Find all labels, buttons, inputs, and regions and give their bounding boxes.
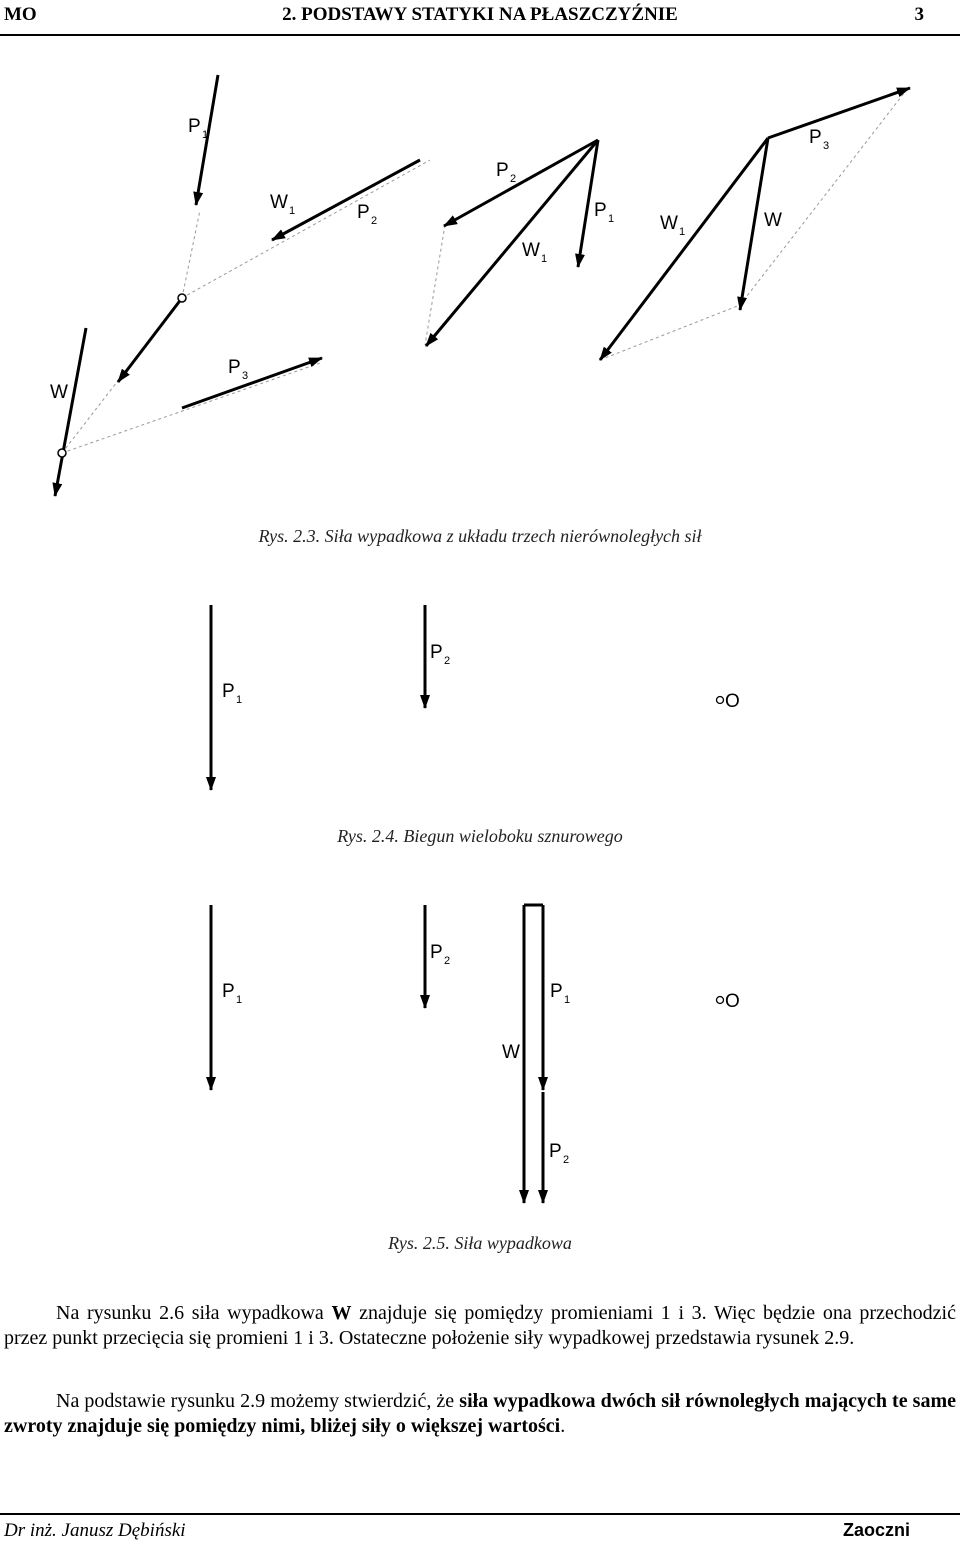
label-p1-b-sub: 1: [608, 213, 614, 225]
label-p1-a: P: [188, 116, 201, 137]
caption-fig-2-3: Rys. 2.3. Siła wypadkowa z układu trzech…: [258, 526, 702, 546]
para2-end: .: [560, 1415, 566, 1437]
label-p2-b: P: [549, 1141, 562, 1162]
page-number: 3: [914, 4, 925, 25]
label-p2-a-sub: 2: [371, 215, 377, 227]
label-pole: O: [725, 991, 740, 1012]
footer-rule: [0, 1513, 960, 1515]
figures-drawing: P 1 W 1 P 2 P 2 W 1 P 1 W 1 W P 3 W P 3 …: [50, 74, 911, 1204]
label-p1-a-sub: 1: [236, 994, 242, 1006]
label-p3-b-sub: 3: [242, 370, 248, 382]
label-w: W: [502, 1042, 520, 1063]
arrow-w1-poly: [424, 139, 600, 347]
label-w-b: W: [50, 382, 68, 403]
label-p3-a-sub: 3: [823, 140, 829, 152]
arrow-w1-poly2: [737, 137, 770, 311]
label-p1-a-sub: 1: [202, 129, 208, 141]
construction-lines: [61, 87, 909, 454]
para1-text-b: znajduje się pomiędzy promieniami 1 i 3.…: [4, 1302, 956, 1349]
label-p1-b: P: [550, 981, 563, 1002]
label-p2-b-sub: 2: [563, 1154, 569, 1166]
pole-point: [715, 695, 725, 705]
para1-bold: W: [331, 1302, 352, 1324]
caption-fig-2-4: Rys. 2.4. Biegun wieloboku sznurowego: [337, 826, 623, 846]
arrow-p3-a: [181, 356, 323, 410]
label-p2-a: P: [430, 942, 443, 963]
caption-fig-2-5: Rys. 2.5. Siła wypadkowa: [388, 1233, 572, 1253]
intersection-point: [177, 293, 187, 303]
label-w-a: W: [764, 210, 782, 231]
pole-point: [715, 995, 725, 1005]
arrow-w-a: [116, 297, 184, 383]
arrow-w-result: [52, 327, 88, 497]
page-header: MO 2. PODSTAWY STATYKI NA PŁASZCZYŹNIE 3: [0, 0, 960, 34]
arrow-p3-poly: [767, 86, 911, 140]
label-pole: O: [725, 691, 740, 712]
label-p2-a-sub: 2: [444, 955, 450, 967]
paragraph-2: Na podstawie rysunku 2.9 możemy stwierdz…: [4, 1389, 956, 1439]
arrow-p1-a: [193, 74, 220, 206]
label-p1-b: P: [594, 200, 607, 221]
para1-text-a: Na rysunku 2.6 siła wypadkowa: [56, 1302, 332, 1324]
header-left: MO: [4, 4, 37, 25]
figure-2-3: P 1 W 1 P 2 P 2 W 1 P 1 W 1 W P 3 W P 3: [50, 74, 911, 497]
label-w1-c-sub: 1: [679, 226, 685, 238]
paragraph-1: Na rysunku 2.6 siła wypadkowa W znajduje…: [4, 1301, 956, 1351]
label-w1-a: W: [270, 192, 288, 213]
label-p2-b-sub: 2: [510, 173, 516, 185]
arrow-p2-poly: [443, 138, 599, 228]
footer-author: Dr inż. Janusz Dębiński: [4, 1520, 186, 1541]
label-p2-sub: 2: [444, 655, 450, 667]
label-p2-b: P: [496, 160, 509, 181]
intersection-point: [57, 448, 67, 458]
label-w1-b: W: [522, 240, 540, 261]
header-title: 2. PODSTAWY STATYKI NA PŁASZCZYŹNIE: [282, 4, 678, 25]
arrow-w-poly: [598, 137, 770, 361]
header-rule: [0, 34, 960, 36]
label-w1-c: W: [660, 213, 678, 234]
footer-right: Zaoczni: [842, 1520, 910, 1540]
label-p1: P: [222, 681, 235, 702]
para2-bold: siła wypadkowa dwóch sił równoległych ma…: [4, 1390, 956, 1437]
arrow-p1-poly: [575, 139, 600, 268]
label-w1-b-sub: 1: [541, 253, 547, 265]
figure-2-5: P 1 P 2 P 1 W P 2 O: [206, 903, 740, 1204]
label-p2-a: P: [357, 202, 370, 223]
label-p3-a: P: [809, 127, 822, 148]
label-p1-a: P: [222, 981, 235, 1002]
label-p2: P: [430, 642, 443, 663]
arrow-w1-a: [271, 158, 421, 242]
label-p1-b-sub: 1: [564, 994, 570, 1006]
label-p1-sub: 1: [236, 694, 242, 706]
para2-text-a: Na podstawie rysunku 2.9 możemy stwierdz…: [56, 1390, 460, 1412]
label-p3-b: P: [228, 357, 241, 378]
label-w1-a-sub: 1: [289, 205, 295, 217]
figure-2-4: P 1 P 2 O: [206, 605, 740, 791]
force-arrows: [52, 74, 911, 497]
